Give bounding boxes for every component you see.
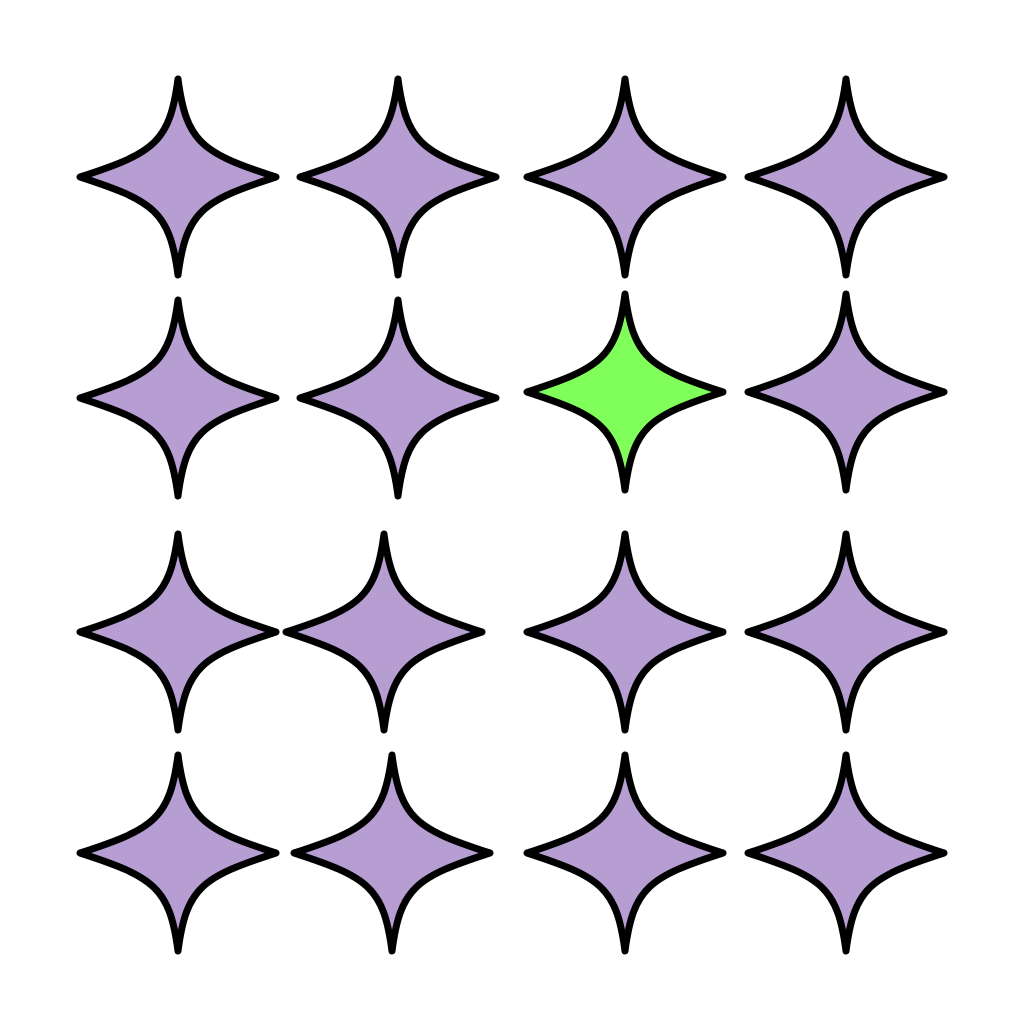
- star-shape: [744, 530, 948, 734]
- star-icon-r2-c2: [296, 296, 500, 500]
- star-highlighted-icon-r2-c3: [523, 290, 727, 494]
- star-shape: [76, 751, 280, 955]
- star-shape: [523, 530, 727, 734]
- star-icon-r3-c3: [523, 530, 727, 734]
- star-icon-r3-c1: [76, 530, 280, 734]
- star-icon-r1-c3: [523, 75, 727, 279]
- star-shape: [744, 751, 948, 955]
- star-icon-r1-c1: [76, 75, 280, 279]
- star-shape: [523, 75, 727, 279]
- star-shape: [76, 75, 280, 279]
- star-shape: [296, 296, 500, 500]
- star-shape: [744, 290, 948, 494]
- star-icon-r4-c4: [744, 751, 948, 955]
- star-shape: [744, 75, 948, 279]
- star-icon-r2-c1: [76, 296, 280, 500]
- star-icon-r4-c3: [523, 751, 727, 955]
- star-shape: [523, 290, 727, 494]
- stars-layer: [76, 75, 948, 955]
- star-shape: [76, 296, 280, 500]
- star-shape: [282, 530, 486, 734]
- star-shape: [290, 751, 494, 955]
- star-icon-r4-c1: [76, 751, 280, 955]
- star-shape: [296, 75, 500, 279]
- star-icon-r4-c2: [290, 751, 494, 955]
- star-shape: [76, 530, 280, 734]
- star-icon-r2-c4: [744, 290, 948, 494]
- star-icon-r3-c2: [282, 530, 486, 734]
- star-icon-r3-c4: [744, 530, 948, 734]
- star-shape: [523, 751, 727, 955]
- star-icon-r1-c4: [744, 75, 948, 279]
- star-icon-r1-c2: [296, 75, 500, 279]
